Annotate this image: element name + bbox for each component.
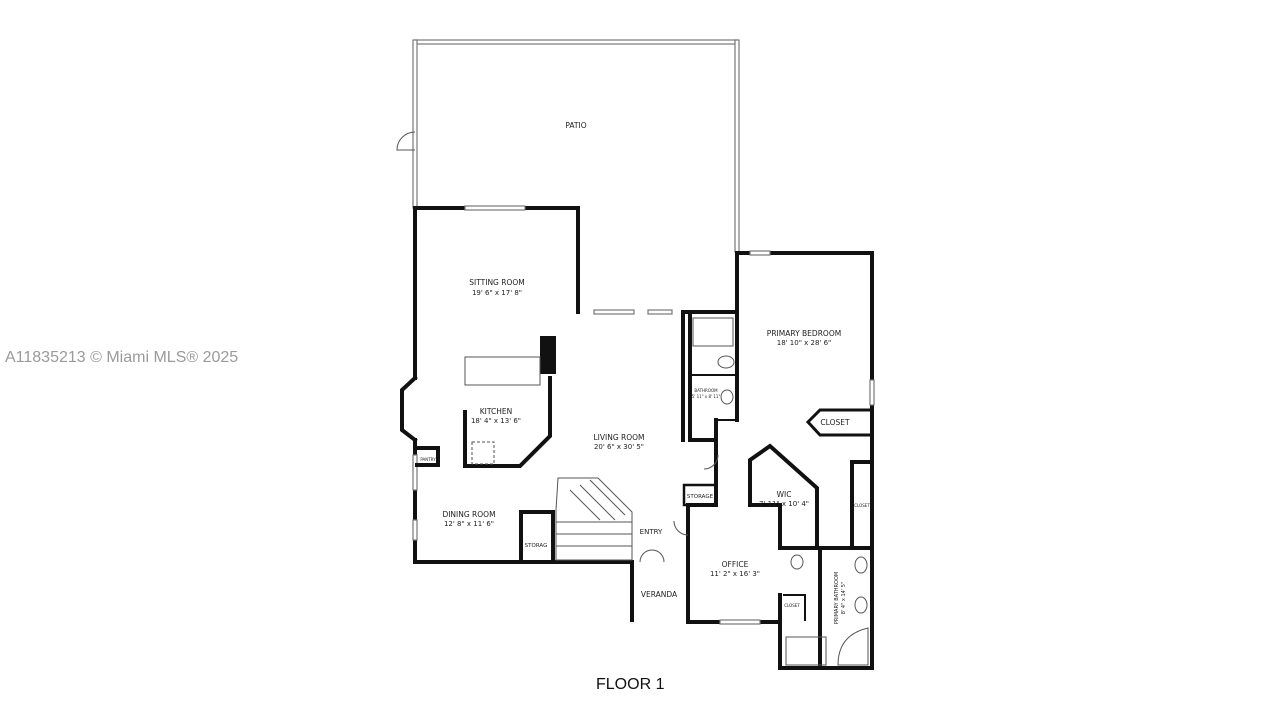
primary-bathroom-dims: 8' 4" x 14' 5" [841,582,847,615]
bathroom-dims: 5' 11" x 8' 11" [692,394,721,399]
closet-bath-label: CLOSET [784,603,800,608]
staircase [555,477,633,561]
fixtures [464,317,869,666]
bathtub [837,627,869,666]
floor-label: FLOOR 1 [596,676,665,693]
windows [412,205,875,625]
kitchen-label: KITCHEN [480,407,513,416]
interior-walls [415,310,874,670]
primary-bathroom-label: PRIMARY BATHROOM [834,572,840,624]
sitting-room-dims: 19' 6" x 17' 8" [472,289,522,297]
vanity-sink-2 [854,596,868,614]
closet-bedroom-label: CLOSET [820,418,850,427]
closet-wic-label: CLOSET [854,503,870,508]
stair-steps [556,479,632,547]
primary-bedroom-label: PRIMARY BEDROOM [767,329,841,338]
door-swings [639,454,719,563]
kitchen-island [464,356,541,386]
vanity-sink-1 [854,556,868,574]
bathroom-label: BATHROOM [694,388,718,393]
primary-shower [785,636,827,666]
patio-label: PATIO [565,121,586,130]
shower [692,317,734,347]
pantry-label: PANTRY [420,457,436,462]
toilet [717,355,735,369]
dining-room-dims: 12' 8" x 11' 6" [444,520,494,528]
kitchen-table [471,441,495,465]
primary-bedroom-dims: 18' 10" x 28' 6" [777,339,832,347]
sink [720,389,734,405]
sitting-room-label: SITTING ROOM [469,278,525,287]
patio-door-icon [396,131,416,151]
storage-hall-label: STORAGE [687,494,714,500]
entry-label: ENTRY [640,528,663,536]
wic-dims: 7' 11" x 10' 4" [759,500,809,508]
kitchen-dims: 18' 4" x 13' 6" [471,417,521,425]
office-label: OFFICE [722,560,749,569]
storage-dining-label: STORAG [525,543,548,549]
wic-label: WIC [777,490,792,499]
living-room-dims: 20' 6" x 30' 5" [594,443,644,451]
mls-watermark: A11835213 © Miami MLS® 2025 [5,349,239,366]
living-room-label: LIVING ROOM [593,433,644,442]
office-dims: 11' 2" x 16' 3" [710,570,760,578]
patio-outline [396,39,740,253]
dining-room-label: DINING ROOM [442,510,495,519]
primary-toilet [790,554,804,570]
veranda-label: VERANDA [641,590,678,599]
